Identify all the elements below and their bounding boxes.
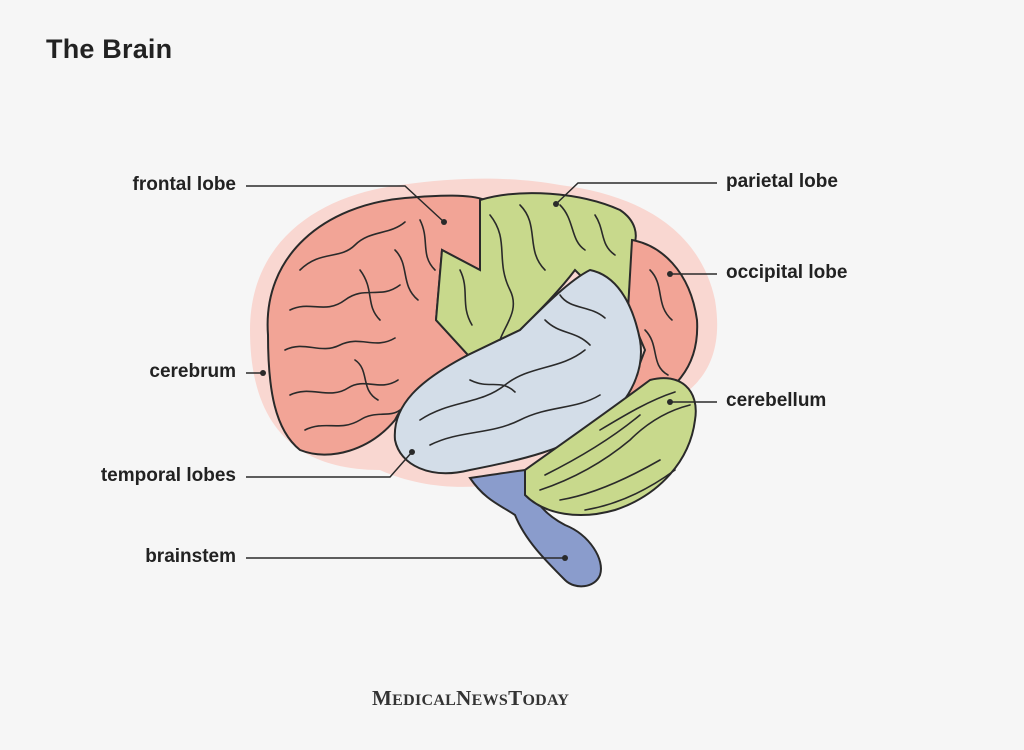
medical-news-today-logo: MEDICALNEWSTODAY [372,686,570,710]
page-title: The Brain [46,34,173,64]
label-occipital-lobe: occipital lobe [726,262,848,283]
leader-parietal-lobe [555,182,717,205]
leader-temporal-lobes [246,451,413,478]
cerebellum-region [524,377,697,516]
leader-frontal-lobe [246,185,445,223]
leader-lines [246,182,717,559]
label-parietal-lobe: parietal lobe [726,171,838,192]
leader-dots [260,201,673,561]
label-temporal-lobes: temporal lobes [100,465,236,486]
label-cerebrum: cerebrum [149,361,236,382]
label-brainstem: brainstem [145,546,236,567]
sulci-lines [284,204,691,511]
label-frontal-lobe: frontal lobe [132,174,236,195]
label-cerebellum: cerebellum [726,390,827,411]
